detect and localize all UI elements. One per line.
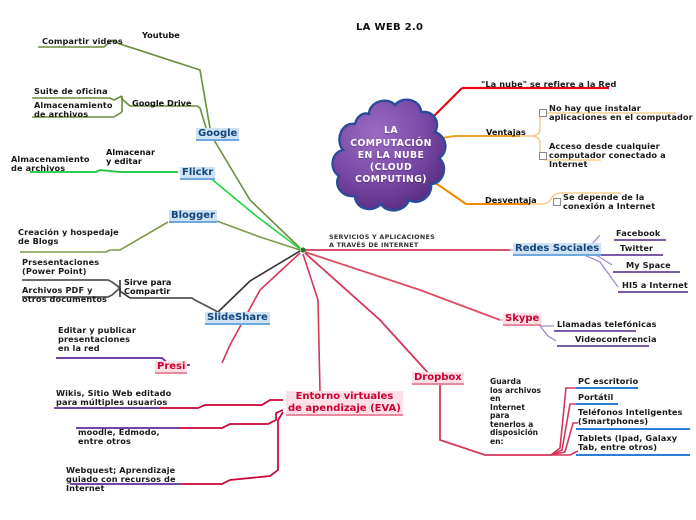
slideshare-stage-text[interactable]: Sirve para Compartir <box>124 277 172 297</box>
checkbox-ventaja-2[interactable] <box>539 152 547 160</box>
dropbox-item-4[interactable]: Tablets (Ipad, Galaxy Tab, entre otros) <box>578 433 678 453</box>
dropbox-item-1-underline <box>576 387 638 389</box>
slideshare-leaf-1[interactable]: Prsesentaciones (Power Point) <box>22 257 100 277</box>
youtube-leaf-1[interactable]: Compartir videos <box>42 36 123 46</box>
skype-item-2-underline <box>557 345 649 347</box>
redes-item-4[interactable]: HI5 a Internet <box>622 280 688 290</box>
redes-item-3-underline <box>613 271 680 273</box>
dropbox-item-3-underline <box>576 428 690 430</box>
flickr-stage-text[interactable]: Almacenar y editar <box>106 147 155 167</box>
hub-caption: SERVICIOS Y APLICACIONES A TRAVÉS DE INT… <box>329 233 435 249</box>
node-dropbox[interactable]: Dropbox <box>412 372 464 386</box>
dropbox-item-4-underline <box>576 454 690 456</box>
node-blogger[interactable]: Blogger <box>169 210 217 224</box>
redes-item-3[interactable]: My Space <box>626 260 671 270</box>
checkbox-desventaja-1[interactable] <box>553 198 561 206</box>
flickr-leaf-1[interactable]: Almacenamiento de archivos <box>11 154 90 174</box>
node-skype[interactable]: Skype <box>503 313 542 327</box>
node-eva[interactable]: Entorno virtuales de apendizaje (EVA) <box>286 391 403 416</box>
page-title: LA WEB 2.0 <box>356 22 424 33</box>
node-presi[interactable]: Presi <box>155 361 188 375</box>
node-google[interactable]: Google <box>196 128 240 142</box>
dropbox-item-2[interactable]: Portátil <box>578 392 614 402</box>
cloud-shape <box>331 98 447 212</box>
node-redes-sociales[interactable]: Redes Sociales <box>513 243 602 257</box>
dropbox-stage-text: Guarda los archivos en Internet para ten… <box>490 377 542 446</box>
drive-leaf-2[interactable]: Almacenamiento de archivos <box>34 100 113 120</box>
presi-leaf-1[interactable]: Editar y publicar presentaciones en la r… <box>58 325 137 354</box>
dropbox-item-1[interactable]: PC escritorio <box>578 376 639 386</box>
node-flickr[interactable]: Flickr <box>180 167 216 181</box>
redes-item-1[interactable]: Facebook <box>616 228 661 238</box>
checkbox-ventaja-1[interactable] <box>539 109 547 117</box>
center-node-label: LA COMPUTACIÓN EN LA NUBE (CLOUD COMPUTI… <box>350 125 432 186</box>
branch-label-desventaja[interactable]: Desventaja <box>485 195 537 205</box>
skype-item-1-underline <box>554 330 636 332</box>
eva-leaf-3[interactable]: Webquest; Aprendizaje guiado con recurso… <box>66 465 176 494</box>
desventaja-item-1[interactable]: Se depende de la conexión a Internet <box>563 192 656 212</box>
redes-item-1-underline <box>614 239 666 241</box>
skype-item-2[interactable]: Videoconferencia <box>575 334 657 344</box>
branch-label-ventajas[interactable]: Ventajas <box>486 127 526 137</box>
skype-item-1[interactable]: Llamadas telefónicas <box>557 319 657 329</box>
node-slideshare[interactable]: SlideShare <box>205 312 270 326</box>
ventajas-item-2[interactable]: Acceso desde cualquier computador conect… <box>549 141 666 170</box>
dropbox-item-2-underline <box>576 403 618 405</box>
branch-label-nube-red[interactable]: "La nube" se refiere a la Red <box>481 79 617 89</box>
eva-leaf-2[interactable]: moodle, Edmodo, entre otros <box>78 427 160 447</box>
redes-item-4-underline <box>618 291 688 293</box>
redes-item-2[interactable]: Twitter <box>620 243 654 253</box>
redes-item-2-underline <box>601 254 663 256</box>
ventajas-item-1[interactable]: No hay que instalar aplicaciones en el c… <box>549 103 693 123</box>
eva-leaf-1[interactable]: Wikis, Sitio Web editado para múltiples … <box>56 388 172 408</box>
google-stage-youtube[interactable]: Youtube <box>142 30 180 40</box>
drive-leaf-1[interactable]: Suite de oficina <box>34 86 108 96</box>
blogger-leaf-1[interactable]: Creación y hospedaje de Blogs <box>18 227 119 247</box>
google-stage-drive[interactable]: Google Drive <box>132 98 192 108</box>
dropbox-item-3[interactable]: Teléfonos Inteligentes (Smartphones) <box>578 407 683 427</box>
slideshare-leaf-2[interactable]: Archivos PDF y otros documentos <box>22 285 108 305</box>
